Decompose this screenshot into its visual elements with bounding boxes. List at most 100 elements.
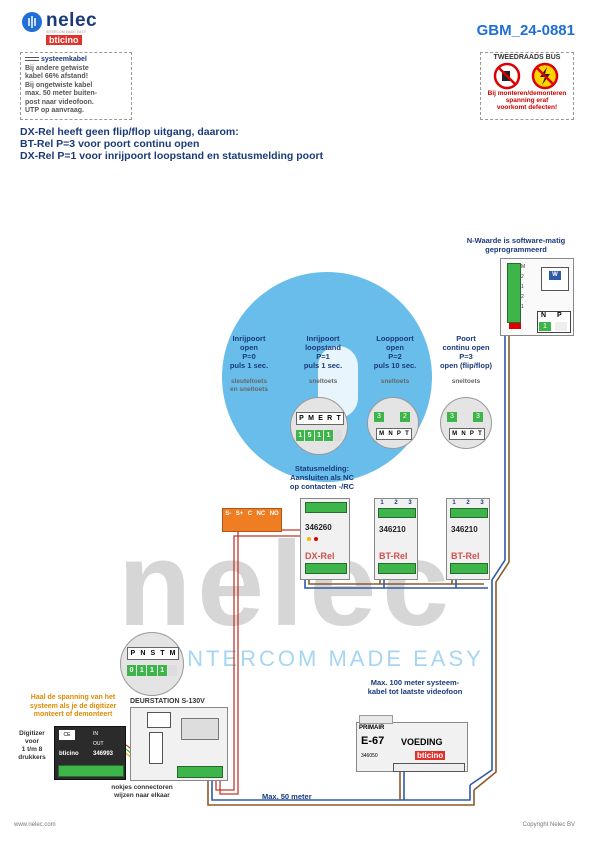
videofoon: M 2 1 2 1 W N P 1	[500, 258, 574, 336]
cable-note-line: Bij andere getwiste	[25, 64, 89, 72]
digitizer-label-line: voor	[24, 738, 40, 745]
nwaarde-label: N-Waarde is software-matig geprogrammeer…	[456, 236, 576, 254]
digitizer-out-label: OUT	[93, 741, 104, 747]
digitizer-label-line: drukkers	[18, 754, 46, 761]
terminal-label: 1	[521, 304, 524, 310]
power-note: Haal de spanning van het systeem als je …	[18, 694, 128, 720]
key-label: M	[452, 431, 458, 437]
digitizer-label-line: 1 t/m 8	[21, 746, 43, 753]
warning-icons	[493, 62, 559, 90]
column-title-line: open	[240, 343, 258, 352]
statusmelding-label: Statusmelding: Aansluiten als NC op cont…	[272, 464, 372, 491]
warning-box: TWEEDRAADS BUS Bij monteren/demonteren s…	[480, 52, 574, 120]
np-p-value	[555, 322, 567, 331]
module-term-label: 1	[452, 500, 456, 506]
digitizer-label-line: Digitizer	[19, 730, 45, 737]
column-title-line: Inrijpoort	[306, 334, 340, 343]
key-value: 1	[147, 665, 157, 676]
terminal-label: NO	[269, 511, 279, 517]
deurstation-connector	[149, 732, 163, 764]
max100-line: kabel tot laatste videofoon	[367, 687, 463, 696]
module-name: BT-Rel	[379, 551, 408, 561]
videofoon-badge: W	[549, 271, 561, 280]
column-sub-line: sleuteltoets	[230, 378, 268, 385]
key-label: N	[461, 431, 466, 437]
key-value: 1	[157, 665, 167, 676]
deurstation-terminal-strip	[177, 766, 223, 778]
digitizer-code: 346993	[93, 751, 114, 757]
no-lightning-icon	[531, 62, 559, 90]
cable-note-line: UTP op aanvraag.	[25, 107, 85, 114]
key-label: M	[379, 431, 385, 437]
np-table: N P 1	[537, 311, 571, 333]
voeding-model: E-67	[361, 735, 385, 747]
logo-bars-icon	[28, 16, 36, 28]
module-term-label: 1	[380, 500, 384, 506]
no-plug-icon	[493, 62, 521, 90]
module-dxrel: 346260 DX-Rel	[300, 498, 350, 580]
nokjes-line: nokjes connectoren	[111, 784, 173, 791]
max100-line: Max. 100 meter systeem-	[370, 678, 460, 687]
column-p0: Inrijpoort open P=0 puls 1 sec. sleutelt…	[218, 334, 280, 394]
module-bottom-strip	[450, 563, 488, 574]
cable-note-title: systeemkabel	[40, 56, 87, 63]
module-name: BT-Rel	[451, 551, 480, 561]
statusmelding-line: Statusmelding:	[294, 464, 350, 473]
column-title-line: P=0	[242, 352, 256, 361]
max50-label: Max. 50 meter	[262, 792, 312, 801]
ce-mark: CE	[59, 730, 75, 740]
key-value: 1	[296, 430, 305, 441]
module-code: 346260	[305, 523, 332, 532]
nwaarde-line: N-Waarde is software-matig	[466, 236, 566, 245]
terminal-label: M	[521, 264, 526, 270]
key-value-left: 3	[374, 412, 384, 422]
nelec-logo	[22, 12, 42, 32]
column-title-line: puls 10 sec.	[373, 361, 417, 370]
power-note-line: Haal de spanning van het	[30, 694, 116, 701]
key-label: P	[396, 431, 401, 437]
module-bottom-strip	[305, 563, 347, 574]
voeding-code: 346050	[361, 753, 378, 759]
column-sub-line: sneltoets	[308, 378, 338, 385]
module-terminal-strip	[450, 508, 488, 518]
deurstation-title: DEURSTATION S-130V	[130, 698, 205, 705]
column-title-line: P=1	[316, 352, 330, 361]
key-value-right: 2	[400, 412, 410, 422]
column-title-line: loopstand	[305, 343, 341, 352]
footer-website: www.nelec.com	[14, 822, 56, 828]
voeding-terminal-strip	[393, 763, 465, 772]
terminal-label: NC	[256, 511, 266, 517]
key-label: T	[160, 650, 165, 657]
warning-line: spanning eraf	[505, 97, 549, 104]
terminal-label: S+	[235, 511, 244, 517]
key-value: 1	[314, 430, 324, 441]
cable-note-line: post naar videofoon.	[25, 98, 94, 106]
power-note-line: systeem als je de digitizer	[29, 702, 117, 710]
deurstation-chip	[181, 718, 219, 740]
brand-tagline: INTERCOM MADE EASY	[46, 30, 87, 34]
terminal-label: 2	[521, 274, 524, 280]
statusmelding-line: op contacten -/RC	[289, 482, 355, 491]
np-p-header: P	[557, 312, 562, 319]
digitizer-label: Digitizer voor 1 t/m 8 drukkers	[14, 730, 50, 762]
max100-label: Max. 100 meter systeem- kabel tot laatst…	[350, 678, 480, 696]
terminal-label: 1	[521, 284, 524, 290]
videofoon-screen: W	[541, 267, 569, 291]
key-value-left: 3	[447, 412, 457, 422]
column-sub-line: en sneltoets	[230, 386, 268, 393]
key-label: N	[388, 431, 393, 437]
module-bottom-strip	[378, 563, 416, 574]
key-label: T	[405, 431, 409, 437]
column-title-line: open (flip/flop)	[439, 361, 493, 370]
key-label: P	[299, 415, 304, 422]
voeding-label: VOEDING	[401, 737, 443, 747]
key-value: 0	[127, 665, 137, 676]
nokjes-line: wijzen naar elkaar	[114, 792, 170, 799]
nokjes-label: nokjes connectoren wijzen naar elkaar	[92, 784, 192, 800]
column-p3: Poort continu open P=3 open (flip/flop) …	[428, 334, 504, 386]
